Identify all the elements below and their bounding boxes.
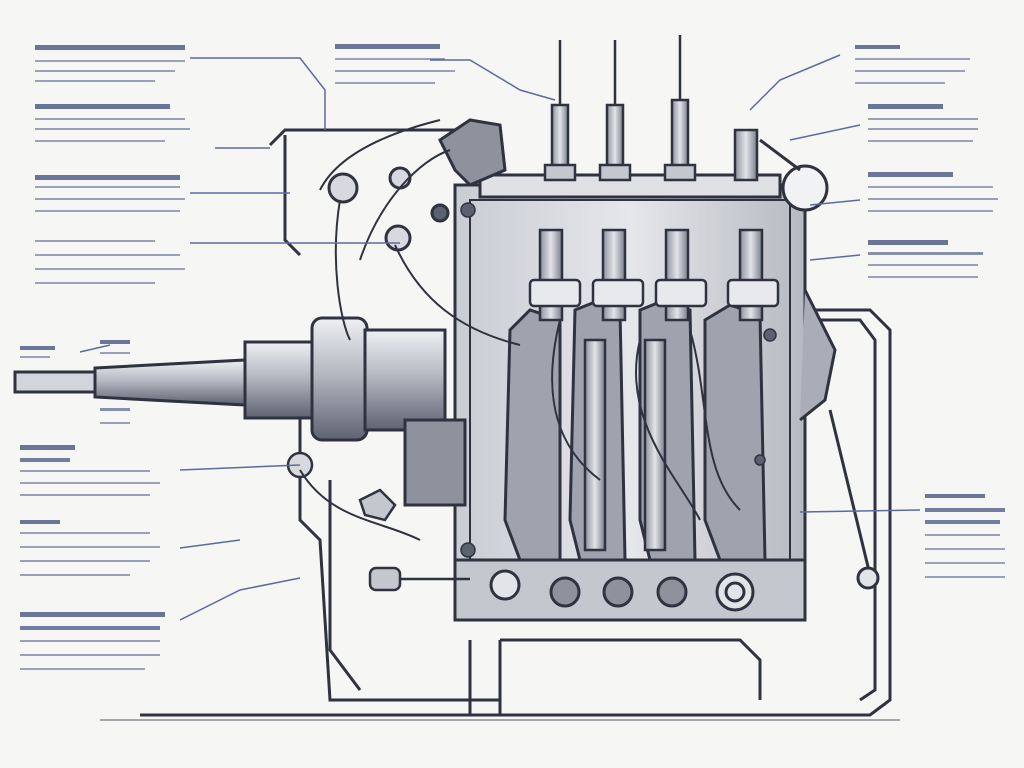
callout-left-4 [35,240,185,284]
callout-blocks [20,44,1005,670]
left-mechanism [319,118,507,261]
callout-top [335,44,455,84]
wiring [299,199,741,541]
right-pulley [759,138,880,590]
callout-right-3 [868,172,998,212]
callout-left-3 [35,175,185,212]
callout-left-7 [20,520,160,576]
drive-shaft [13,316,467,507]
injector-stems [543,35,759,182]
callout-left-8 [20,612,165,670]
callout-right-1 [855,45,970,84]
callout-right-2 [868,104,978,142]
callout-left-2 [35,104,190,142]
callout-left-5 [20,340,130,424]
left-fittings [286,451,470,592]
block-bolts [460,202,777,558]
leader-lines [79,54,921,621]
callout-right-4 [868,240,983,278]
callout-left-6 [20,445,160,496]
bottom-ports [489,569,755,612]
callout-right-5 [925,494,1005,578]
callout-left-1 [35,45,185,82]
